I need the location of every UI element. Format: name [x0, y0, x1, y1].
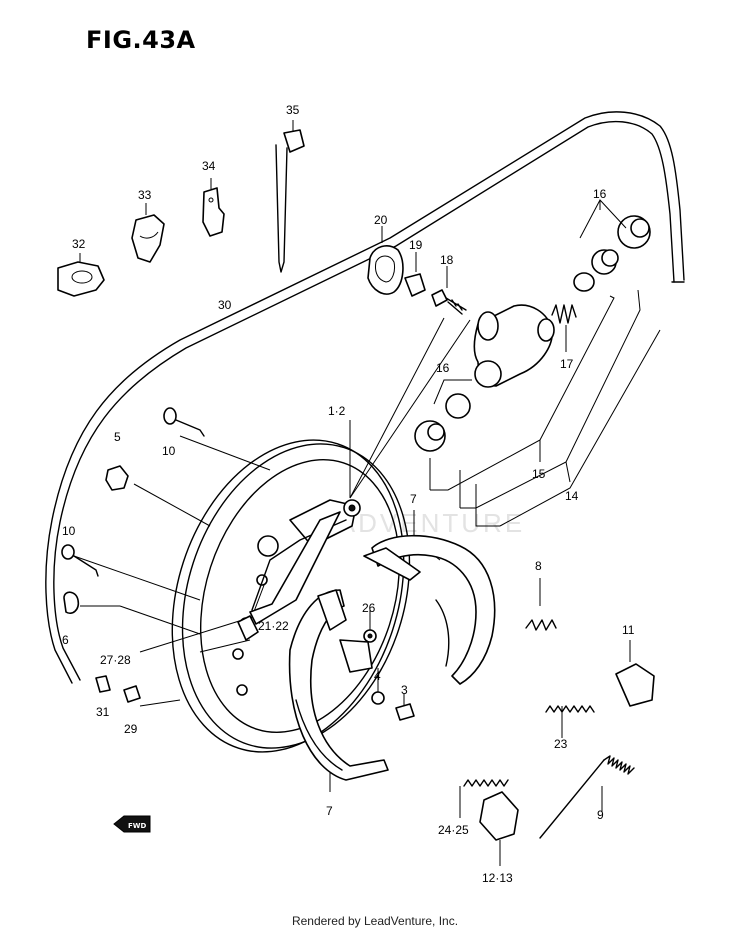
spring-8: [525, 619, 557, 631]
figure-title: FIG.43A: [86, 26, 196, 54]
spring-9: [539, 755, 635, 839]
boot-20: [367, 226, 404, 295]
bleeder-valve-18: [431, 266, 467, 315]
label-1-2: 1·2: [328, 404, 346, 418]
nut-5: [105, 465, 129, 491]
adjuster-26: [363, 629, 377, 643]
label-35: 35: [286, 103, 300, 117]
spring-24-25: [463, 779, 509, 787]
label-32: 32: [72, 237, 86, 251]
bolt-29: [123, 685, 141, 703]
label-23: 23: [554, 737, 568, 751]
brake-pipe-30: [45, 111, 685, 684]
clip-33: [131, 203, 165, 263]
brake-shoe-7-upper: [363, 534, 496, 685]
clip-11: [615, 663, 655, 707]
label-30: 30: [218, 298, 232, 312]
label-9: 9: [597, 808, 604, 822]
label-16a: 16: [593, 187, 607, 201]
label-6: 6: [62, 633, 69, 647]
grommet-6: [63, 591, 80, 615]
bolt-10-lower: [61, 544, 99, 577]
label-17: 17: [560, 357, 574, 371]
label-26: 26: [362, 601, 376, 615]
label-7a: 7: [410, 492, 417, 506]
bolt-10-upper: [163, 407, 205, 437]
label-10b: 10: [62, 524, 76, 538]
label-20: 20: [374, 213, 388, 227]
label-18: 18: [440, 253, 454, 267]
brake-shoe-7-lower: [288, 589, 389, 781]
label-8: 8: [535, 559, 542, 573]
spring-23: [545, 705, 595, 713]
clip-32: [57, 253, 105, 297]
label-24-25: 24·25: [438, 823, 469, 837]
lever-21-22: [249, 511, 341, 625]
part-labels: 35 34 33 32 20 19 18 16 30 17 16 1·2 10 …: [62, 103, 635, 885]
label-11: 11: [622, 623, 635, 637]
label-5: 5: [114, 430, 121, 444]
label-16b: 16: [436, 361, 450, 375]
label-15: 15: [532, 467, 546, 481]
clip-31: [95, 675, 111, 693]
nut-4: [371, 691, 385, 705]
label-14: 14: [565, 489, 579, 503]
footer-credit: Rendered by LeadVenture, Inc.: [291, 914, 459, 928]
label-27-28: 27·28: [100, 653, 131, 667]
anchor-1-2: [343, 499, 361, 517]
label-33: 33: [138, 188, 152, 202]
forward-arrow-icon: FWD: [113, 815, 151, 833]
clamp-34: [202, 178, 225, 237]
spring-17: [551, 304, 577, 324]
cylinder-kit-16-lower: [414, 360, 502, 452]
label-4: 4: [374, 669, 381, 683]
cylinder-kit-16-upper: [573, 199, 651, 292]
label-10a: 10: [162, 444, 176, 458]
retainer-12-13: [479, 791, 519, 841]
label-34: 34: [202, 159, 216, 173]
kit-brackets: [429, 289, 661, 527]
bolt-3: [395, 703, 415, 721]
label-3: 3: [401, 683, 408, 697]
bleeder-cap-19: [404, 252, 426, 297]
leader-lines: [73, 317, 631, 866]
clip-27-28: [237, 615, 259, 641]
label-19: 19: [409, 238, 423, 252]
label-31: 31: [96, 705, 110, 719]
cable-tie-35: [275, 120, 305, 273]
label-21-22: 21·22: [258, 619, 289, 633]
label-29: 29: [124, 722, 138, 736]
label-12-13: 12·13: [482, 871, 513, 885]
forward-arrow-text: FWD: [128, 822, 147, 830]
label-7b: 7: [326, 804, 333, 818]
